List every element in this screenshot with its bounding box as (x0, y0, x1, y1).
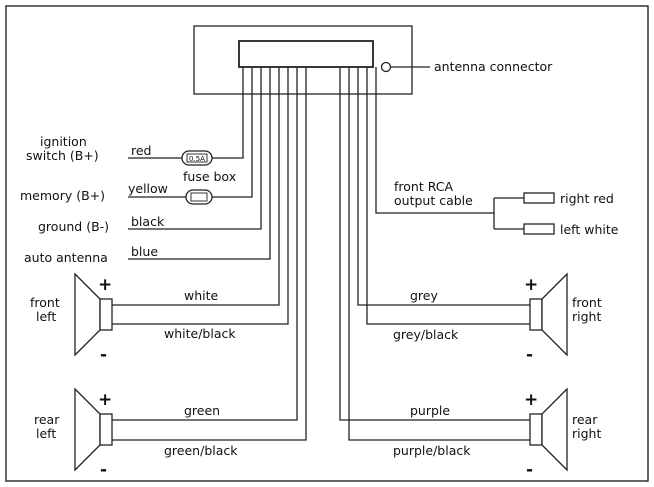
front-right-label-line1: front (572, 295, 602, 310)
front-right-speaker (529, 272, 568, 357)
rca-label-line1: front RCA (394, 179, 454, 194)
wire-front-right-neg (366, 67, 530, 325)
front-right-pos-wire: grey (410, 288, 438, 303)
wire-front-left-neg (112, 67, 289, 325)
front-left-pos-wire: white (184, 288, 219, 303)
rca-right-plug (523, 192, 555, 204)
head-unit-connector (238, 40, 374, 68)
front-left-minus: - (100, 345, 107, 365)
wire-rear-left-neg (112, 67, 307, 441)
rear-right-speaker-cone (541, 387, 568, 472)
rear-left-plus: + (98, 390, 112, 410)
wire-auto-antenna (128, 67, 271, 260)
fuse-rating-label: 0.5A (189, 155, 205, 163)
rear-right-speaker (529, 387, 568, 472)
wire-rca (375, 67, 494, 214)
front-left-plus: + (98, 275, 112, 295)
wire-front-right-pos (357, 67, 530, 306)
rca-left-plug (523, 223, 555, 235)
rca-right-label: right red (560, 191, 614, 206)
auto-antenna-wire-color: blue (131, 244, 158, 259)
rear-right-label-line2: right (572, 426, 601, 441)
auto-antenna-label: auto antenna (24, 250, 108, 265)
antenna-connector-label: antenna connector (434, 59, 553, 74)
front-left-label-line2: left (36, 309, 56, 324)
rear-left-minus: - (100, 460, 107, 480)
front-right-neg-wire: grey/black (393, 327, 459, 342)
memory-label: memory (B+) (20, 188, 105, 203)
ground-label: ground (B-) (38, 219, 109, 234)
rear-left-pos-wire: green (184, 403, 220, 418)
wire-memory (212, 67, 253, 198)
rear-right-speaker-magnet (529, 413, 543, 446)
rca-left-label: left white (560, 222, 619, 237)
memory-wire-color: yellow (128, 181, 168, 196)
rear-left-speaker (74, 387, 113, 472)
wire-rear-right-neg (348, 67, 530, 441)
wire-front-left-pos (112, 67, 280, 306)
rear-left-neg-wire: green/black (164, 443, 238, 458)
front-right-minus: - (526, 345, 533, 365)
front-left-speaker-magnet (99, 298, 113, 331)
front-left-neg-wire: white/black (164, 326, 236, 341)
front-left-speaker-cone (74, 272, 101, 357)
front-left-label-line1: front (30, 295, 60, 310)
rear-right-pos-wire: purple (410, 403, 450, 418)
diagram-frame (5, 5, 649, 482)
rear-left-label-line2: left (36, 426, 56, 441)
rear-right-minus: - (526, 460, 533, 480)
fuse-box-label: fuse box (183, 169, 236, 184)
ignition-label-line2: switch (B+) (26, 148, 99, 163)
rca-label-line2: output cable (394, 193, 473, 208)
rear-right-plus: + (524, 390, 538, 410)
antenna-jack (380, 61, 392, 73)
ignition-wire-color: red (131, 143, 152, 158)
ignition-label-line1: ignition (40, 134, 87, 149)
ground-wire-color: black (131, 214, 165, 229)
rear-right-label-line1: rear (572, 412, 598, 427)
rear-left-speaker-cone (74, 387, 101, 472)
rear-right-neg-wire: purple/black (393, 443, 471, 458)
fuse-box-inner (190, 192, 208, 202)
wire-ground (128, 67, 262, 230)
front-left-speaker (74, 272, 113, 357)
wire-ignition (212, 67, 244, 159)
front-right-plus: + (524, 275, 538, 295)
front-right-speaker-magnet (529, 298, 543, 331)
wire-rear-right-pos (339, 67, 530, 421)
rear-left-label-line1: rear (34, 412, 60, 427)
front-right-label-line2: right (572, 309, 601, 324)
front-right-speaker-cone (541, 272, 568, 357)
fuse-ignition-inner (186, 153, 208, 163)
wire-rear-left-pos (112, 67, 298, 421)
rear-left-speaker-magnet (99, 413, 113, 446)
